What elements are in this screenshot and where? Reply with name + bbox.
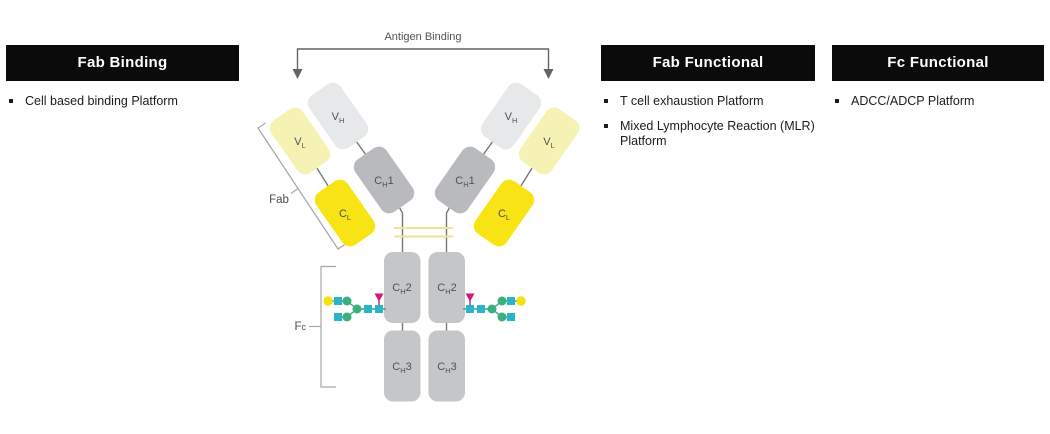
mannose-circle-icon bbox=[352, 304, 362, 314]
domain-label-cl-right: CL bbox=[498, 208, 510, 222]
fab-bracket bbox=[257, 122, 346, 250]
bullet-square-icon bbox=[604, 124, 608, 128]
domain-cl-right bbox=[473, 179, 535, 247]
domain-ch2-left bbox=[384, 252, 421, 323]
domain-cl-left bbox=[314, 179, 376, 247]
antigen-binding-bracket bbox=[296, 48, 550, 70]
glcnac-square-icon bbox=[334, 313, 342, 321]
domain-label-ch2-left: CH2 bbox=[392, 282, 412, 296]
mannose-circle-icon bbox=[342, 312, 352, 322]
fc-bracket bbox=[309, 265, 336, 388]
antigen-binding-label: Antigen Binding bbox=[384, 31, 461, 43]
panel-fab-functional: Fab Functional T cell exhaustion Platfor… bbox=[601, 45, 815, 159]
mannose-circle-icon bbox=[497, 296, 507, 306]
domain-label-vh-left: VH bbox=[332, 111, 345, 125]
domain-ch3-right bbox=[428, 330, 465, 402]
hinge-disulfide-bonds bbox=[394, 227, 453, 238]
fucose-triangle-icon bbox=[374, 293, 384, 302]
fab-functional-banner: Fab Functional bbox=[601, 45, 815, 81]
glcnac-square-icon bbox=[364, 305, 372, 313]
bullet-square-icon bbox=[9, 99, 13, 103]
glcnac-square-icon bbox=[334, 297, 342, 305]
panel-fab-binding: Fab Binding Cell based binding Platform bbox=[6, 45, 239, 119]
list-item-text: Cell based binding Platform bbox=[25, 94, 178, 108]
domain-ch2-right bbox=[428, 252, 465, 323]
glcnac-square-icon bbox=[466, 305, 474, 313]
fab-functional-list: T cell exhaustion Platform Mixed Lymphoc… bbox=[601, 94, 815, 149]
list-item: Mixed Lymphocyte Reaction (MLR) Platform bbox=[601, 119, 815, 149]
domain-ch3-left bbox=[384, 330, 421, 402]
list-item: ADCC/ADCP Platform bbox=[832, 94, 1044, 109]
mannose-circle-icon bbox=[497, 312, 507, 322]
glcnac-square-icon bbox=[477, 305, 485, 313]
domain-vl-left bbox=[269, 107, 331, 175]
domain-ch1-right bbox=[434, 146, 496, 214]
arrow-down-right-icon bbox=[543, 69, 554, 79]
glcnac-square-icon bbox=[375, 305, 383, 313]
domain-label-vh-right: VH bbox=[505, 111, 518, 125]
domain-label-vl-left: VL bbox=[294, 136, 306, 150]
mannose-circles bbox=[487, 296, 507, 322]
list-item-text: Mixed Lymphocyte Reaction (MLR) Platform bbox=[620, 119, 815, 148]
domain-label-ch2-right: CH2 bbox=[437, 282, 457, 296]
galactose-circle-icon bbox=[516, 296, 526, 306]
arrow-down-left-icon bbox=[292, 69, 303, 79]
domain-label-ch1-right: CH1 bbox=[455, 175, 475, 189]
bullet-square-icon bbox=[604, 99, 608, 103]
mannose-circle-icon bbox=[342, 296, 352, 306]
mannose-circle-icon bbox=[487, 304, 497, 314]
glcnac-squares bbox=[334, 297, 383, 321]
domain-label-ch3-right: CH3 bbox=[437, 361, 457, 375]
fc-functional-banner: Fc Functional bbox=[832, 45, 1044, 81]
list-item-text: ADCC/ADCP Platform bbox=[851, 94, 975, 108]
glcnac-square-icon bbox=[507, 313, 515, 321]
domain-ch1-left bbox=[353, 146, 415, 214]
domain-label-cl-left: CL bbox=[339, 208, 351, 222]
list-item: Cell based binding Platform bbox=[6, 94, 239, 109]
galactose-circle-icon bbox=[323, 296, 333, 306]
glycan-chain-right bbox=[463, 293, 526, 322]
fab-label: Fab bbox=[269, 194, 289, 206]
glcnac-squares bbox=[466, 297, 515, 321]
domain-vh-right bbox=[480, 82, 542, 150]
glycan-chain-left bbox=[323, 293, 386, 322]
antibody-diagram: Antigen Binding Fab Fc bbox=[257, 31, 580, 402]
domain-label-ch3-left: CH3 bbox=[392, 361, 412, 375]
domain-label-vl-right: VL bbox=[543, 136, 555, 150]
list-item-text: T cell exhaustion Platform bbox=[620, 94, 764, 108]
glcnac-square-icon bbox=[507, 297, 515, 305]
domain-vl-right bbox=[518, 107, 580, 175]
domain-vh-left bbox=[307, 82, 369, 150]
list-item: T cell exhaustion Platform bbox=[601, 94, 815, 109]
fc-functional-list: ADCC/ADCP Platform bbox=[832, 94, 1044, 109]
fucose-triangle-icon bbox=[465, 293, 475, 302]
fab-binding-banner: Fab Binding bbox=[6, 45, 239, 81]
fc-label: Fc bbox=[294, 321, 306, 333]
bullet-square-icon bbox=[835, 99, 839, 103]
panel-fc-functional: Fc Functional ADCC/ADCP Platform bbox=[832, 45, 1044, 119]
domain-label-ch1-left: CH1 bbox=[374, 175, 394, 189]
fab-binding-list: Cell based binding Platform bbox=[6, 94, 239, 109]
mannose-circles bbox=[342, 296, 362, 322]
